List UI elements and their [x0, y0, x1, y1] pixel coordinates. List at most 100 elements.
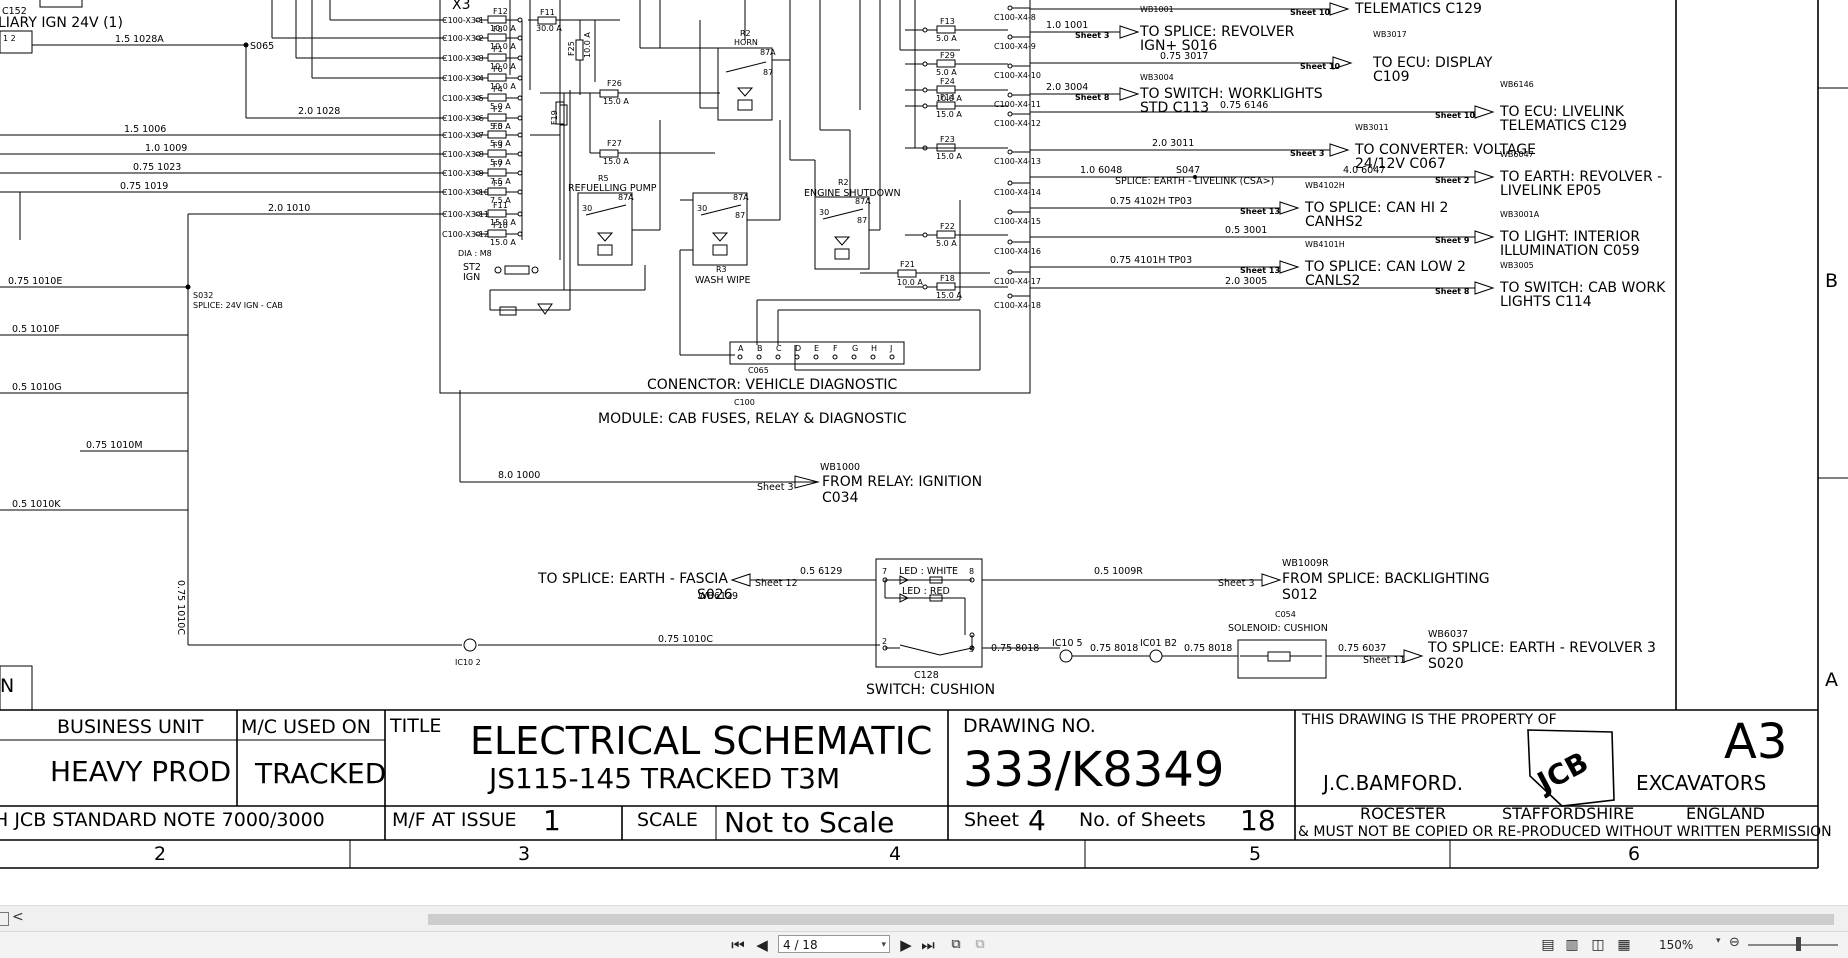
prev-view-icon[interactable]: ⧉ — [951, 937, 961, 952]
fuse-id: F1 — [493, 45, 503, 54]
reference-text: TO LIGHT: INTERIOR — [1499, 229, 1640, 245]
svg-text:S065: S065 — [250, 41, 274, 52]
svg-text:M/C USED ON: M/C USED ON — [241, 716, 371, 738]
continuous-icon[interactable]: ▥ — [1565, 937, 1579, 953]
fuse-symbol — [936, 25, 956, 34]
fuse-symbol — [487, 73, 507, 82]
reference-text: TO EARTH: REVOLVER - — [1499, 169, 1662, 185]
x4-pin-label: C100-X4-8 — [994, 13, 1036, 22]
reference-id: WB3001A — [1500, 210, 1540, 219]
svg-text:IC01 B2: IC01 B2 — [1140, 638, 1177, 649]
two-page-icon[interactable]: ◫ — [1591, 937, 1605, 953]
svg-text:ENGLAND: ENGLAND — [1686, 804, 1765, 823]
svg-text:0.75 8018: 0.75 8018 — [1090, 643, 1138, 654]
svg-text:0.75 1010E: 0.75 1010E — [8, 276, 62, 287]
fuse-symbol — [936, 59, 956, 68]
single-page-icon[interactable]: ▤ — [1541, 937, 1555, 953]
wire-label: 1.0 1001 — [1046, 20, 1088, 31]
off-sheet-arrow — [1329, 143, 1350, 157]
reference-text: TELEMATICS C129 — [1499, 118, 1627, 134]
svg-text:0.5 1009R: 0.5 1009R — [1094, 566, 1143, 577]
svg-text:ELECTRICAL SCHEMATIC: ELECTRICAL SCHEMATIC — [470, 719, 932, 763]
x4-pin-terminal — [1007, 5, 1013, 11]
x3-pin-label: C100-X3-9 — [442, 169, 484, 178]
reference-id: WB3004 — [1140, 73, 1174, 82]
x3-pin-label: C100-X3-4 — [442, 74, 484, 83]
svg-text:SPLICE: 24V IGN - CAB: SPLICE: 24V IGN - CAB — [193, 301, 283, 310]
fuse-symbol — [487, 15, 507, 24]
reference-id: WB6047 — [1500, 150, 1534, 159]
fuse-rating: 15.0 A — [490, 218, 516, 227]
svg-text:R5: R5 — [598, 174, 609, 183]
horizontal-scrollbar[interactable]: < — [0, 905, 1848, 932]
fuse-rating: 5.0 A — [936, 68, 957, 77]
fuse-terminal — [922, 232, 928, 238]
relay-wash-wipe: R3 WASH WIPE 30 87A 87 — [692, 192, 751, 286]
svg-text:0.5 1010K: 0.5 1010K — [12, 499, 61, 510]
x3-fuse-terminal — [517, 95, 523, 101]
page-number-value: 4 / 18 — [783, 938, 818, 952]
fuse-rating: 5.0 A — [936, 239, 957, 248]
x4-pin-label: C100-X4-13 — [994, 157, 1041, 166]
scroll-left-arrow-icon[interactable]: < — [12, 909, 24, 925]
zoom-out-icon[interactable]: ⊖ — [1729, 935, 1740, 950]
x3-fuse-terminal — [517, 75, 523, 81]
zoom-slider-handle[interactable] — [1796, 937, 1801, 951]
x3-fuse-terminal — [517, 35, 523, 41]
last-page-icon[interactable]: ⏭ — [921, 936, 935, 954]
x3-fuse-terminal — [517, 17, 523, 23]
next-page-icon[interactable]: ▶ — [900, 936, 912, 954]
svg-text:SCALE: SCALE — [637, 809, 698, 831]
x4-pin-label: C100-X4-16 — [994, 247, 1041, 256]
zoom-dropdown-icon[interactable]: ▾ — [1716, 936, 1721, 946]
two-page-continuous-icon[interactable]: ▦ — [1617, 937, 1631, 953]
page-number-input[interactable]: 4 / 18 ▾ — [778, 935, 890, 953]
svg-text:N: N — [0, 675, 14, 697]
page-dropdown-icon[interactable]: ▾ — [881, 940, 886, 950]
x4-pin-terminal — [1007, 239, 1013, 245]
x4-pin-label: C100-X4-14 — [994, 188, 1041, 197]
next-view-icon[interactable]: ⧉ — [975, 937, 985, 952]
x4-pin-terminal — [1007, 111, 1013, 117]
fuse-terminal — [922, 103, 928, 109]
x3-fuse-terminal — [517, 132, 523, 138]
fuse-symbol — [936, 282, 956, 291]
svg-text:2.0 1010: 2.0 1010 — [268, 203, 310, 214]
zoom-slider[interactable] — [1748, 944, 1838, 946]
svg-text:SWITCH: CUSHION: SWITCH: CUSHION — [866, 682, 995, 698]
first-page-icon[interactable]: ⏮ — [731, 936, 745, 954]
svg-text:18: 18 — [1240, 804, 1276, 837]
svg-text:15.0 A: 15.0 A — [603, 97, 629, 106]
svg-text:& MUST NOT BE COPIED OR RE-PRO: & MUST NOT BE COPIED OR RE-PRODUCED WITH… — [1298, 824, 1832, 840]
prev-page-icon[interactable]: ◀ — [756, 936, 768, 954]
scrollbar-thumb[interactable] — [428, 914, 1834, 925]
svg-text:87A: 87A — [618, 193, 634, 202]
diag-pin-label: D — [795, 344, 801, 353]
fuse-rating: 15.0 A — [936, 152, 962, 161]
x4-pin-label: C100-X4-12 — [994, 119, 1041, 128]
drawing-canvas[interactable]: C152 LIARY IGN 24V (1) 1 2 1.5 — [0, 0, 1848, 905]
svg-text:0.75 8018: 0.75 8018 — [1184, 643, 1232, 654]
fuse-symbol — [936, 101, 956, 110]
fuse-id: F3 — [493, 141, 503, 150]
sheet-ref: Sheet 3 — [1290, 149, 1324, 158]
svg-text:TO SPLICE: EARTH - REVOLVER 3: TO SPLICE: EARTH - REVOLVER 3 — [1427, 640, 1656, 656]
svg-text:S012: S012 — [1282, 587, 1318, 603]
fuse-rating: 5.0 A — [936, 34, 957, 43]
diag-pin-label: B — [757, 344, 763, 353]
x3-pin-label: C100-X3-7 — [442, 131, 484, 140]
wire-label: 2.0 3011 — [1152, 138, 1194, 149]
svg-text:3: 3 — [518, 843, 530, 865]
zoom-level[interactable]: 150% — [1659, 938, 1694, 952]
svg-text:B: B — [1825, 270, 1838, 292]
svg-text:Not to Scale: Not to Scale — [724, 806, 894, 839]
title-block: BUSINESS UNIT HEAVY PROD M/C USED ON TRA… — [0, 709, 1832, 869]
svg-text:87A: 87A — [855, 197, 871, 206]
svg-text:87A: 87A — [733, 193, 749, 202]
x3-pin-label: C100-X3-10 — [442, 188, 489, 197]
svg-text:2.0 1028: 2.0 1028 — [298, 106, 340, 117]
x4-pin-label: C100-X4-15 — [994, 217, 1041, 226]
x3-pin-label: C100-X3-1 — [442, 16, 484, 25]
fuse-id: F7 — [493, 160, 503, 169]
x4-pin-terminal — [1007, 209, 1013, 215]
